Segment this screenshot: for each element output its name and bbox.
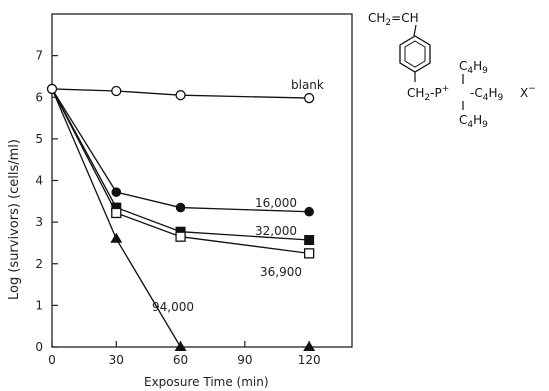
point-4-30	[110, 232, 123, 243]
counter-ion-label: X−	[520, 84, 536, 100]
y-tick-label-1: 1	[35, 298, 43, 312]
point-start	[46, 83, 58, 95]
y-tick-label-0: 0	[35, 340, 43, 354]
series-label-blank: blank	[291, 78, 324, 92]
y-tick-label-4: 4	[35, 174, 43, 188]
point-2-120	[304, 235, 315, 246]
point-1-120	[304, 206, 314, 217]
butyl-top-label: C4H9	[459, 59, 488, 76]
series-label-16000: 16,000	[255, 196, 297, 210]
point-3-60	[175, 231, 186, 242]
y-tick-label-7: 7	[35, 49, 43, 63]
point-3-120	[303, 248, 315, 259]
y-tick-label-6: 6	[35, 90, 43, 104]
butyl-right-label: -C4H9	[470, 86, 503, 103]
series-line-2	[51, 88, 310, 241]
x-tick-label-30: 30	[109, 353, 124, 367]
marker-layer	[46, 83, 316, 351]
axis-ticks: 0 30 60 90 120 0 1 2 3 4 5 6 7	[35, 49, 320, 367]
x-axis-title: Exposure Time (min)	[144, 375, 269, 389]
point-2-30	[111, 202, 122, 213]
series-label-32000: 32,000	[255, 224, 297, 238]
benzene-ring-inner	[404, 40, 426, 68]
point-4-60	[174, 341, 187, 351]
chemical-structure: CH2=CH CH2-P+ -C4H9 X− C4H9 C4H9	[368, 11, 536, 130]
series-label-94000: 94,000	[152, 300, 194, 314]
x-tick-label-60: 60	[173, 353, 188, 367]
series-line-1	[51, 88, 310, 213]
plot-frame	[51, 13, 353, 348]
series-line-0	[51, 88, 310, 99]
y-axis-title: Log (survivors) (cells/ml)	[7, 139, 22, 300]
extra-point-0	[303, 341, 316, 351]
vinyl-group-label: CH2=CH	[368, 11, 419, 28]
x-tick-label-0: 0	[48, 353, 56, 367]
y-tick-label-3: 3	[35, 215, 43, 229]
point-3-30	[111, 207, 122, 219]
benzyl-ch2-label: CH2-P+	[407, 84, 449, 103]
point-0-30	[111, 85, 122, 97]
x-tick-label-90: 90	[237, 353, 252, 367]
point-0-120	[303, 92, 315, 104]
vinyl-bond	[413, 24, 417, 37]
point-1-60	[175, 202, 186, 213]
point-1-30	[111, 187, 122, 197]
y-tick-label-2: 2	[35, 257, 43, 271]
series-label-36900: 36,900	[260, 265, 302, 279]
point-0-60	[175, 90, 186, 101]
y-tick-label-5: 5	[35, 132, 43, 146]
series-line-3	[51, 88, 310, 254]
x-tick-label-120: 120	[298, 353, 321, 367]
butyl-bottom-label: C4H9	[459, 113, 488, 130]
